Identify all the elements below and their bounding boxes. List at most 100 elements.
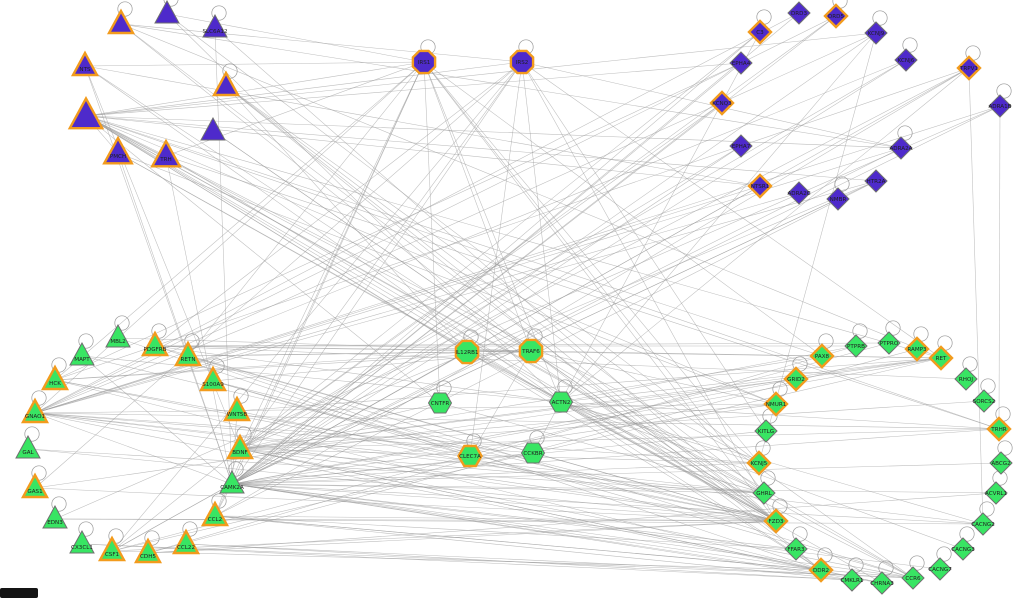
graph-node-KCNJ6[interactable]: KCNJ6 [894, 48, 918, 72]
graph-node-GHRL[interactable]: GHRL [752, 481, 776, 505]
graph-node-IL12RB1[interactable]: IL12RB1 [454, 339, 480, 365]
graph-node-TRAF6[interactable]: TRAF6 [518, 338, 544, 364]
graph-node-EDN3[interactable]: EDN3 [42, 504, 68, 529]
graph-node-CAMK2A[interactable]: CAMK2A [219, 469, 245, 494]
graph-edge [231, 428, 1000, 485]
graph-edge [54, 62, 742, 381]
graph-node-IRS2[interactable]: IRS2 [509, 49, 535, 75]
graph-node-T7[interactable] [200, 116, 226, 141]
graph-edge [239, 448, 760, 464]
graph-node-CCKBR[interactable]: CCKBR [520, 442, 546, 464]
graph-node-RET[interactable]: RET [928, 345, 954, 371]
graph-node-MBL2[interactable]: MBL2 [105, 323, 131, 348]
graph-node-TRH[interactable]: TRH [150, 138, 182, 168]
graph-node-CMKLR1[interactable]: CMKLR1 [840, 568, 864, 592]
graph-node-PDGFRB[interactable]: PDGFRB [140, 330, 170, 357]
graph-node-CACNG7[interactable]: CACNG7 [928, 557, 952, 581]
diamond-node-shape [783, 366, 809, 392]
graph-edge [423, 61, 760, 464]
graph-node-T2[interactable] [154, 0, 180, 24]
graph-node-WNT5B[interactable]: WNT5B [222, 395, 252, 422]
graph-edge [85, 115, 877, 182]
graph-node-CACNG2[interactable]: CACNG2 [971, 512, 995, 536]
graph-node-FZD3[interactable]: FZD3 [763, 508, 789, 534]
graph-node-PTPRO[interactable]: PTPRO [877, 331, 901, 355]
graph-node-CLEC7A[interactable]: CLEC7A [457, 444, 483, 468]
graph-node-GAS1[interactable]: GAS1 [20, 472, 50, 499]
graph-node-CX3CL1[interactable]: CX3CL1 [69, 529, 95, 554]
graph-node-KCNJ9[interactable]: KCNJ9 [864, 21, 888, 45]
graph-node-SLC6A12[interactable]: SLC6A12 [202, 13, 228, 38]
graph-node-ACVRL1[interactable]: ACVRL1 [984, 481, 1008, 505]
graph-node-MAPT[interactable]: MAPT [69, 341, 95, 366]
graph-edge [214, 515, 797, 550]
node-label: KCNJ9 [868, 31, 885, 37]
node-label: C3 [756, 30, 764, 36]
node-label: IL12RB1 [455, 350, 479, 356]
graph-node-CSF1[interactable]: CSF1 [97, 535, 127, 562]
graph-node-SORCS2[interactable]: SORCS2 [972, 389, 996, 413]
graph-node-CCL22[interactable]: CCL22 [171, 528, 201, 555]
graph-node-T1[interactable] [106, 8, 136, 35]
graph-node-GRID2[interactable]: GRID2 [783, 366, 809, 392]
graph-node-ADRA1B[interactable]: ADRA1B [988, 94, 1012, 118]
graph-node-NMBR[interactable]: NMBR [826, 187, 850, 211]
graph-node-PMCH[interactable]: PMCH [102, 135, 134, 165]
graph-node-RHOJ[interactable]: RHOJ [954, 367, 978, 391]
graph-node-IRS1[interactable]: IRS1 [411, 49, 437, 75]
graph-node-EPHA7[interactable]: EPHA7 [729, 134, 753, 158]
graph-node-PTPRB[interactable]: PTPRB [844, 334, 868, 358]
graph-node-DRD5[interactable]: DRD5 [823, 3, 849, 29]
diamond-node-shape [746, 450, 772, 476]
graph-node-TRHR[interactable]: TRHR [986, 416, 1012, 442]
graph-node-CCR6[interactable]: CCR6 [901, 566, 925, 590]
diamond-node-shape [956, 55, 982, 81]
graph-node-ADRA2A[interactable]: ADRA2A [889, 136, 913, 160]
graph-node-NMUR1[interactable]: NMUR1 [763, 391, 789, 417]
self-loop [78, 521, 94, 537]
graph-edge [214, 515, 853, 581]
graph-node-RAMP3[interactable]: RAMP3 [904, 336, 930, 362]
graph-node-KCNJ5[interactable]: KCNJ5 [746, 450, 772, 476]
graph-node-TRPV1[interactable]: TRPV1 [956, 55, 982, 81]
graph-node-CACNG3[interactable]: CACNG3 [951, 537, 975, 561]
graph-node-NTS[interactable]: NTS [70, 50, 100, 77]
graph-node-BDNF[interactable]: BDNF [225, 433, 255, 460]
graph-node-KCNQ3[interactable]: KCNQ3 [709, 90, 735, 116]
graph-node-HCK[interactable]: HCK [40, 364, 70, 391]
graph-node-S100A9[interactable]: S100A9 [198, 365, 228, 392]
graph-edge [530, 350, 914, 579]
graph-node-NTSR1[interactable]: NTSR1 [747, 173, 773, 199]
graph-edge [998, 105, 1001, 430]
graph-edge [521, 61, 942, 359]
graph-node-RETN[interactable]: RETN [173, 340, 203, 367]
graph-node-DRD3[interactable]: DRD3 [787, 1, 811, 25]
graph-node-T6[interactable] [67, 95, 105, 130]
graph-node-ADRA2C[interactable]: ADRA2C [787, 181, 811, 205]
graph-node-DDR2[interactable]: DDR2 [808, 557, 834, 583]
graph-node-CCL2[interactable]: CCL2 [200, 500, 230, 527]
graph-node-PAX8[interactable]: PAX8 [809, 343, 835, 369]
graph-node-CDH5[interactable]: CDH5 [133, 537, 163, 564]
graph-edge [560, 357, 942, 403]
graph-node-EPHA4[interactable]: EPHA4 [729, 51, 753, 75]
graph-node-GNAO1[interactable]: GNAO1 [20, 397, 50, 424]
graph-node-FFAR3[interactable]: FFAR3 [784, 537, 808, 561]
graph-edge [34, 105, 1001, 414]
graph-node-ACTN2[interactable]: ACTN2 [548, 391, 574, 413]
graph-node-KITLG[interactable]: KITLG [754, 419, 778, 443]
graph-edge [111, 351, 468, 552]
graph-node-CNTFR[interactable]: CNTFR [427, 392, 453, 414]
node-label: ADRA1B [988, 104, 1011, 110]
graph-node-GAL[interactable]: GAL [15, 434, 41, 459]
graph-node-T5[interactable] [211, 70, 241, 97]
graph-node-ABCG2[interactable]: ABCG2 [989, 451, 1013, 475]
diamond-node-shape [826, 187, 850, 211]
graph-node-C3[interactable]: C3 [747, 19, 773, 45]
graph-edge [239, 448, 777, 522]
self-loop [760, 470, 776, 486]
graph-node-HTR2A[interactable]: HTR2A [864, 169, 888, 193]
node-label: MBL2 [110, 339, 125, 345]
graph-node-CHRNA3[interactable]: CHRNA3 [870, 571, 894, 595]
